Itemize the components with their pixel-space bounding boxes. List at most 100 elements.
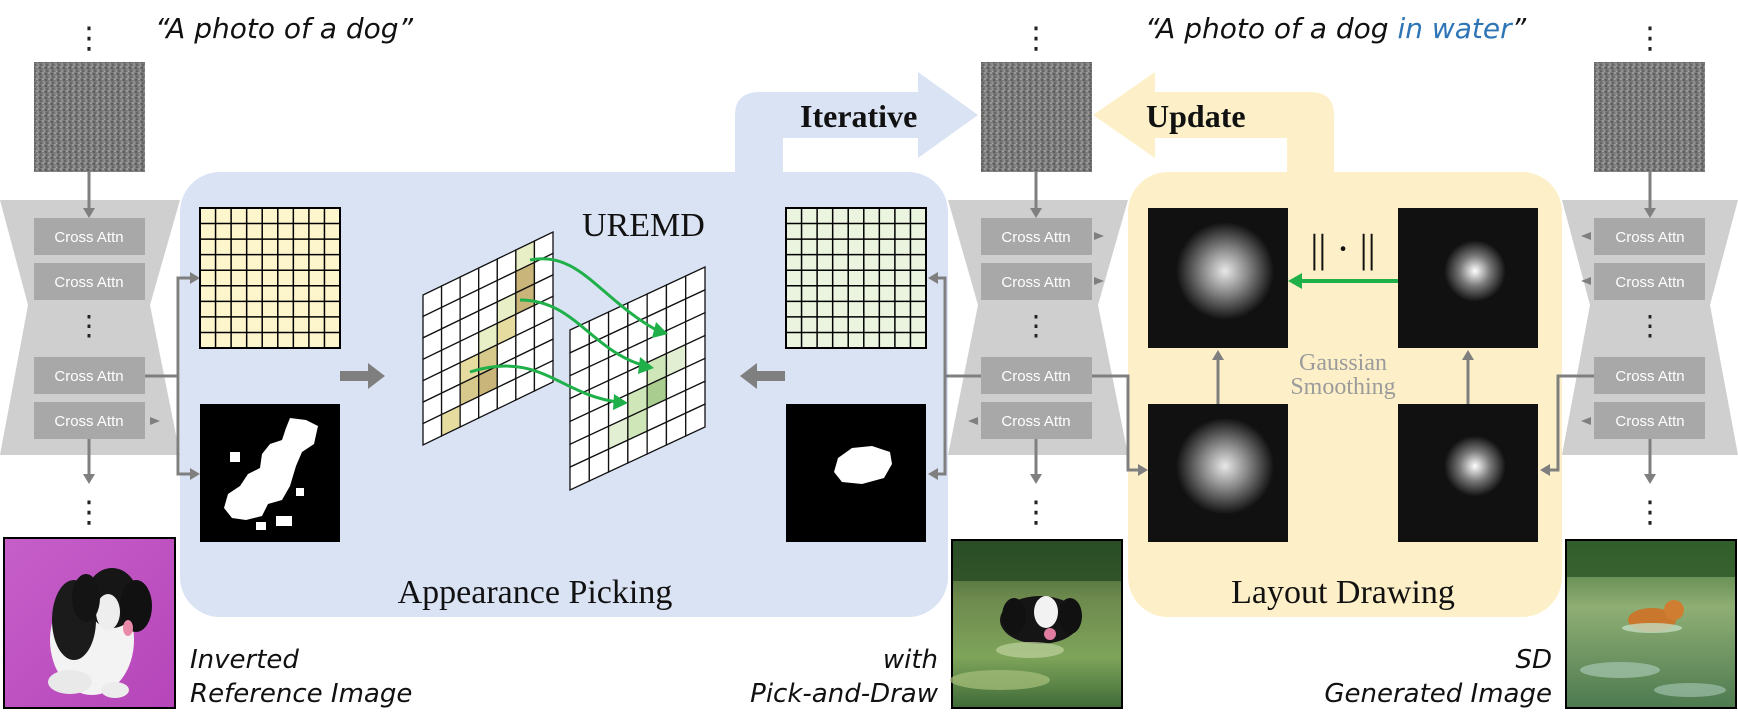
uremd-grid-front xyxy=(569,265,706,492)
uremd-cell xyxy=(685,403,706,438)
ellipsis-bottom-left: ⋮ xyxy=(74,496,104,529)
cross-attn-stack-right: Cross Attn Cross Attn ⋮ Cross Attn Cross… xyxy=(1594,218,1705,439)
arrowhead xyxy=(1030,208,1042,218)
appearance-picking-label: Appearance Picking xyxy=(398,574,673,611)
cross-attn-label: Cross Attn xyxy=(1001,413,1070,430)
mask-target xyxy=(786,404,926,542)
attn-map-ref xyxy=(1148,404,1288,542)
noise-latent-right xyxy=(1594,62,1705,172)
smoothed-map-ref xyxy=(1148,208,1288,348)
small-arrow xyxy=(1094,277,1104,285)
layout-drawing-label: Layout Drawing xyxy=(1231,574,1455,611)
connector-middle-to-layout xyxy=(1092,374,1140,472)
cross-attn-label: Cross Attn xyxy=(54,413,123,430)
cross-attn-box xyxy=(1594,402,1705,439)
arrowhead xyxy=(1644,474,1656,484)
iterative-label: Iterative xyxy=(800,98,917,134)
small-arrow xyxy=(968,417,978,425)
connector-right-to-layout xyxy=(1548,374,1594,472)
ellipsis-bottom-middle: ⋮ xyxy=(1021,496,1051,529)
cross-attn-label: Cross Attn xyxy=(54,229,123,246)
grid-background xyxy=(785,207,927,349)
prompt-right-prefix: “A photo of a dog xyxy=(1145,12,1397,45)
arrowhead xyxy=(1138,464,1148,476)
cross-attn-box xyxy=(981,263,1092,300)
cross-attn-label: Cross Attn xyxy=(54,368,123,385)
attn-map-target xyxy=(1398,404,1538,542)
cross-attn-box xyxy=(981,218,1092,255)
caption-reference-2: Reference Image xyxy=(190,679,412,709)
reference-image xyxy=(3,537,176,709)
prompt-left: “A photo of a dog” xyxy=(155,12,414,45)
ellipsis-top-right: ⋮ xyxy=(1635,22,1665,55)
arrowhead xyxy=(83,208,95,218)
cross-attn-label: Cross Attn xyxy=(1615,274,1684,291)
arrowhead xyxy=(1212,350,1224,360)
cross-attn-label: Cross Attn xyxy=(1615,368,1684,385)
prompt-right: “A photo of a dog in water” xyxy=(1145,12,1527,45)
connector-middle-to-mask xyxy=(938,376,947,476)
arrowhead xyxy=(1644,208,1656,218)
cross-attn-box xyxy=(1594,218,1705,255)
update-label: Update xyxy=(1146,98,1246,134)
arrowhead xyxy=(1030,474,1042,484)
cross-attn-label: Cross Attn xyxy=(1001,274,1070,291)
arrow-from-target xyxy=(740,363,785,389)
appearance-panel xyxy=(180,172,948,617)
ellipsis-bottom-right: ⋮ xyxy=(1635,496,1665,529)
caption-right-2: Generated Image xyxy=(1324,679,1552,709)
arrow-to-uremd xyxy=(340,363,385,389)
cross-attn-stack-middle: Cross Attn Cross Attn ⋮ Cross Attn Cross… xyxy=(981,218,1092,439)
cross-attn-box xyxy=(981,402,1092,439)
cross-attn-box xyxy=(34,263,145,300)
gaussian-label-2: Smoothing xyxy=(1290,374,1395,400)
uremd-label: UREMD xyxy=(582,207,705,244)
prompt-right-highlight: in water xyxy=(1397,12,1513,45)
attention-grid-ref xyxy=(199,207,341,349)
uremd-transport-arrows xyxy=(469,257,668,410)
cross-attn-box xyxy=(34,218,145,255)
gaussian-label-1: Gaussian xyxy=(1299,350,1387,376)
cross-attn-stack-left: Cross Attn Cross Attn ⋮ Cross Attn Cross… xyxy=(34,218,145,439)
prompt-right-suffix: ” xyxy=(1512,12,1527,45)
arrowhead xyxy=(1288,273,1302,289)
cross-attn-label: Cross Attn xyxy=(1615,229,1684,246)
cross-attn-label: Cross Attn xyxy=(1615,413,1684,430)
caption-reference-1: Inverted xyxy=(190,645,299,675)
cross-attn-box xyxy=(1594,357,1705,394)
cross-attn-label: Cross Attn xyxy=(1001,368,1070,385)
caption-middle-1: with xyxy=(883,645,938,675)
connector-middle-to-grid xyxy=(938,276,981,378)
generated-image xyxy=(1565,539,1737,709)
cross-attn-box xyxy=(34,357,145,394)
noise-latent-middle xyxy=(981,62,1092,172)
ellipsis-top-left: ⋮ xyxy=(74,22,104,55)
cross-attn-label: Cross Attn xyxy=(54,274,123,291)
arrowhead xyxy=(1540,464,1550,476)
small-arrow xyxy=(150,417,160,425)
pick-and-draw-image xyxy=(950,539,1123,709)
arrowhead xyxy=(928,468,938,480)
connector-left-to-grid xyxy=(145,276,190,378)
ellipsis-unet-middle: ⋮ xyxy=(1022,310,1050,341)
cross-attn-box xyxy=(34,402,145,439)
arrowhead xyxy=(1462,350,1474,360)
update-arrow-band xyxy=(1093,72,1334,175)
ellipsis-top-middle: ⋮ xyxy=(1021,22,1051,55)
small-arrow xyxy=(1581,232,1591,240)
ellipsis-unet-right: ⋮ xyxy=(1636,310,1664,341)
arrowhead xyxy=(83,474,95,484)
arrowhead xyxy=(190,468,200,480)
ellipsis-unet-left: ⋮ xyxy=(75,310,103,341)
cross-attn-box xyxy=(1594,263,1705,300)
arrowhead xyxy=(928,272,938,284)
cross-attn-label: Cross Attn xyxy=(1001,229,1070,246)
small-arrow xyxy=(1581,277,1591,285)
mask-ref xyxy=(200,404,340,542)
caption-right-1: SD xyxy=(1515,645,1552,675)
grid-background xyxy=(199,207,341,349)
small-arrow xyxy=(1094,232,1104,240)
caption-middle-2: Pick-and-Draw xyxy=(750,679,939,709)
iterative-arrow-band xyxy=(735,72,978,175)
